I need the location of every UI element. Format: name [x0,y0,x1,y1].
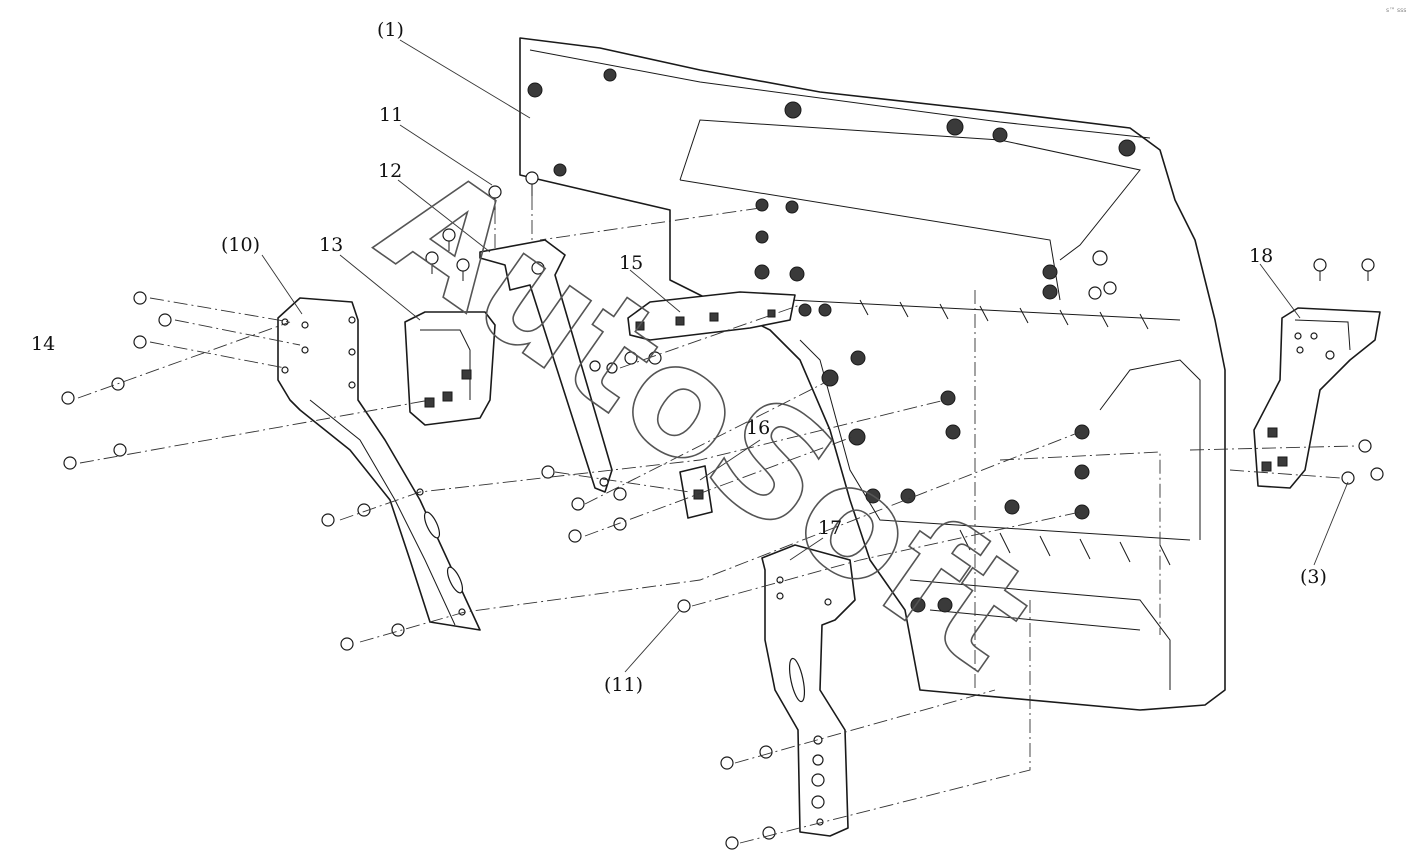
callout-part-11: 11 [379,104,403,126]
callout-part-10: (10) [221,234,260,256]
callout-part-14: 14 [31,333,55,355]
assembly-lines [77,196,1356,844]
callout-part-1: (1) [377,19,404,41]
callout-part-3: (3) [1300,566,1327,588]
callout-part-12: 12 [378,160,402,182]
bracket-part-13 [404,311,496,426]
callout-part-17: 17 [818,517,842,539]
callout-part-13: 13 [319,234,343,256]
corner-mark: s™ sss [1386,7,1406,14]
callout-part-16: 16 [746,417,770,439]
callout-part-15: 15 [619,252,643,274]
callout-labels: (1) 11 12 13 (10) 14 15 16 17 (11) 18 (3… [31,7,1406,696]
clip-plate-part-16 [679,465,713,519]
side-bracket-part-10 [277,297,481,631]
leader-lines [261,39,1349,673]
callout-part-11-lower: (11) [604,674,643,696]
callout-part-18: 18 [1249,245,1273,267]
lower-bracket-part-17 [761,544,856,837]
support-arm-part-12 [479,239,613,493]
right-bracket-part-18 [1253,307,1381,489]
bracket-part-15 [627,291,796,341]
fasteners [61,171,1384,850]
